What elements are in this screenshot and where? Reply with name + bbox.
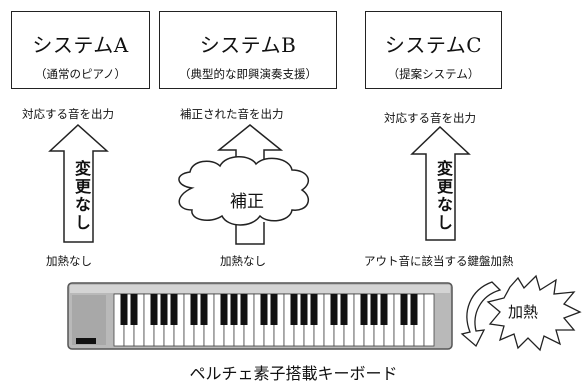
black-key (290, 294, 298, 325)
white-keys (113, 293, 435, 347)
system-c-subtitle: （提案システム） (387, 67, 480, 81)
black-key (150, 294, 158, 325)
black-key (120, 294, 128, 325)
white-key (423, 293, 435, 347)
heat-label: 加熱 (508, 303, 539, 321)
system-c-box: システムC （提案システム） (365, 11, 502, 89)
black-key (360, 294, 368, 325)
black-key (380, 294, 388, 325)
black-key (200, 294, 208, 325)
system-b-box: システムB （典型的な即興演奏支援） (159, 11, 337, 89)
system-c-name: システムC (384, 33, 483, 57)
black-key (370, 294, 378, 325)
system-a-name: システムA (32, 33, 129, 57)
black-keys (120, 294, 418, 325)
black-key (160, 294, 168, 325)
keyboard-caption: ペルチェ素子搭載キーボード (189, 364, 398, 383)
heat-burst (486, 274, 582, 352)
black-key (340, 294, 348, 325)
keyboard-left-panel (72, 295, 106, 345)
black-key (240, 294, 248, 325)
black-key (230, 294, 238, 325)
keyboard (67, 282, 453, 350)
system-b-heat-status: 加熱なし (220, 254, 266, 268)
pitch-wheel (76, 338, 96, 344)
black-key (190, 294, 198, 325)
black-key (410, 294, 418, 325)
system-c-arrow (410, 125, 471, 241)
system-a-output-label: 対応する音を出力 (22, 107, 114, 121)
system-b-name: システムB (199, 33, 297, 57)
system-b-output-label: 補正された音を出力 (180, 107, 284, 121)
correction-label: 補正 (230, 192, 264, 212)
system-a-box: システムA （通常のピアノ） (11, 11, 150, 89)
heat-arrow (460, 281, 502, 348)
system-a-heat-status: 加熱なし (46, 254, 92, 268)
system-a-arrow-label: 変更なし (72, 160, 91, 232)
system-a-arrow (48, 123, 109, 243)
system-b-subtitle: （典型的な即興演奏支援） (179, 67, 317, 81)
black-key (220, 294, 228, 325)
black-key (310, 294, 318, 325)
system-a-subtitle: （通常のピアノ） (35, 67, 126, 81)
black-key (400, 294, 408, 325)
black-key (130, 294, 138, 325)
system-b-arrow-lower (235, 222, 265, 245)
correction-cloud (178, 156, 310, 226)
system-c-heat-status: アウト音に該当する鍵盤加熱 (364, 254, 514, 268)
black-key (330, 294, 338, 325)
black-key (300, 294, 308, 325)
black-key (270, 294, 278, 325)
black-key (170, 294, 178, 325)
black-key (260, 294, 268, 325)
system-c-output-label: 対応する音を出力 (384, 111, 476, 125)
system-c-arrow-label: 変更なし (434, 160, 453, 232)
